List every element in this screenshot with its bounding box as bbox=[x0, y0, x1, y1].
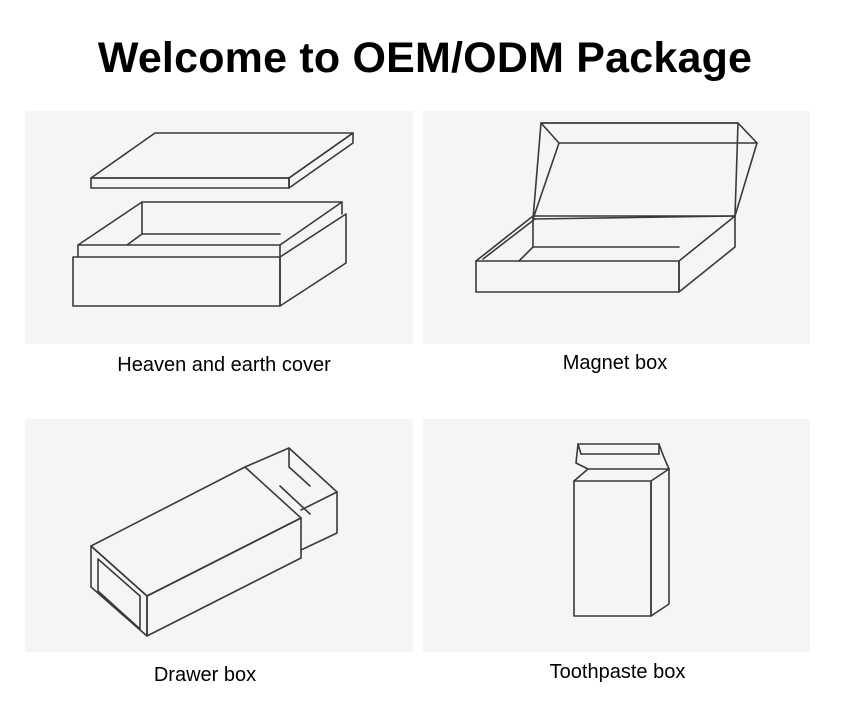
box-card-magnet bbox=[423, 111, 810, 344]
lid-and-base-box-icon bbox=[72, 132, 354, 307]
box-card-toothpaste bbox=[423, 419, 810, 652]
box-caption: Drawer box bbox=[153, 664, 257, 686]
box-card-drawer bbox=[25, 419, 413, 652]
drawer-box-icon bbox=[90, 447, 338, 637]
box-caption: Toothpaste box bbox=[549, 661, 686, 683]
magnetic-flip-box-icon bbox=[475, 122, 758, 293]
page-title: Welcome to OEM/ODM Package bbox=[97, 34, 753, 82]
box-card-heaven-earth bbox=[25, 111, 413, 344]
box-caption: Heaven and earth cover bbox=[117, 354, 331, 376]
tuck-end-box-icon bbox=[573, 443, 670, 617]
box-caption: Magnet box bbox=[562, 352, 668, 374]
